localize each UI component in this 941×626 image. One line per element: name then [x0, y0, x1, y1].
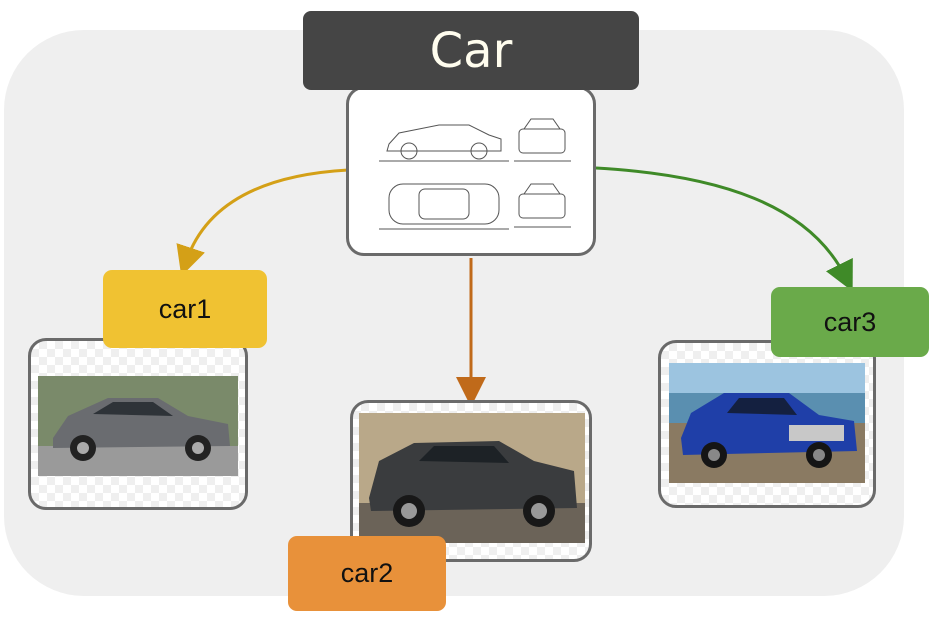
root-blueprint-card	[346, 86, 596, 256]
car1-label: car1	[103, 270, 267, 348]
dark-suv-photo	[359, 413, 585, 543]
edge-car-to-car3	[595, 166, 853, 292]
diagram-title: Car	[303, 11, 639, 90]
car1-image-card	[28, 338, 248, 510]
gray-sedan-photo	[38, 376, 238, 476]
car2-label: car2	[288, 536, 446, 611]
edge-car-to-car1	[176, 168, 349, 277]
blue-sedan-photo	[669, 363, 865, 483]
car2-image-card	[350, 400, 592, 562]
car3-label: car3	[771, 287, 929, 357]
blueprint-drawing	[379, 118, 571, 230]
car3-image-card	[658, 340, 876, 508]
